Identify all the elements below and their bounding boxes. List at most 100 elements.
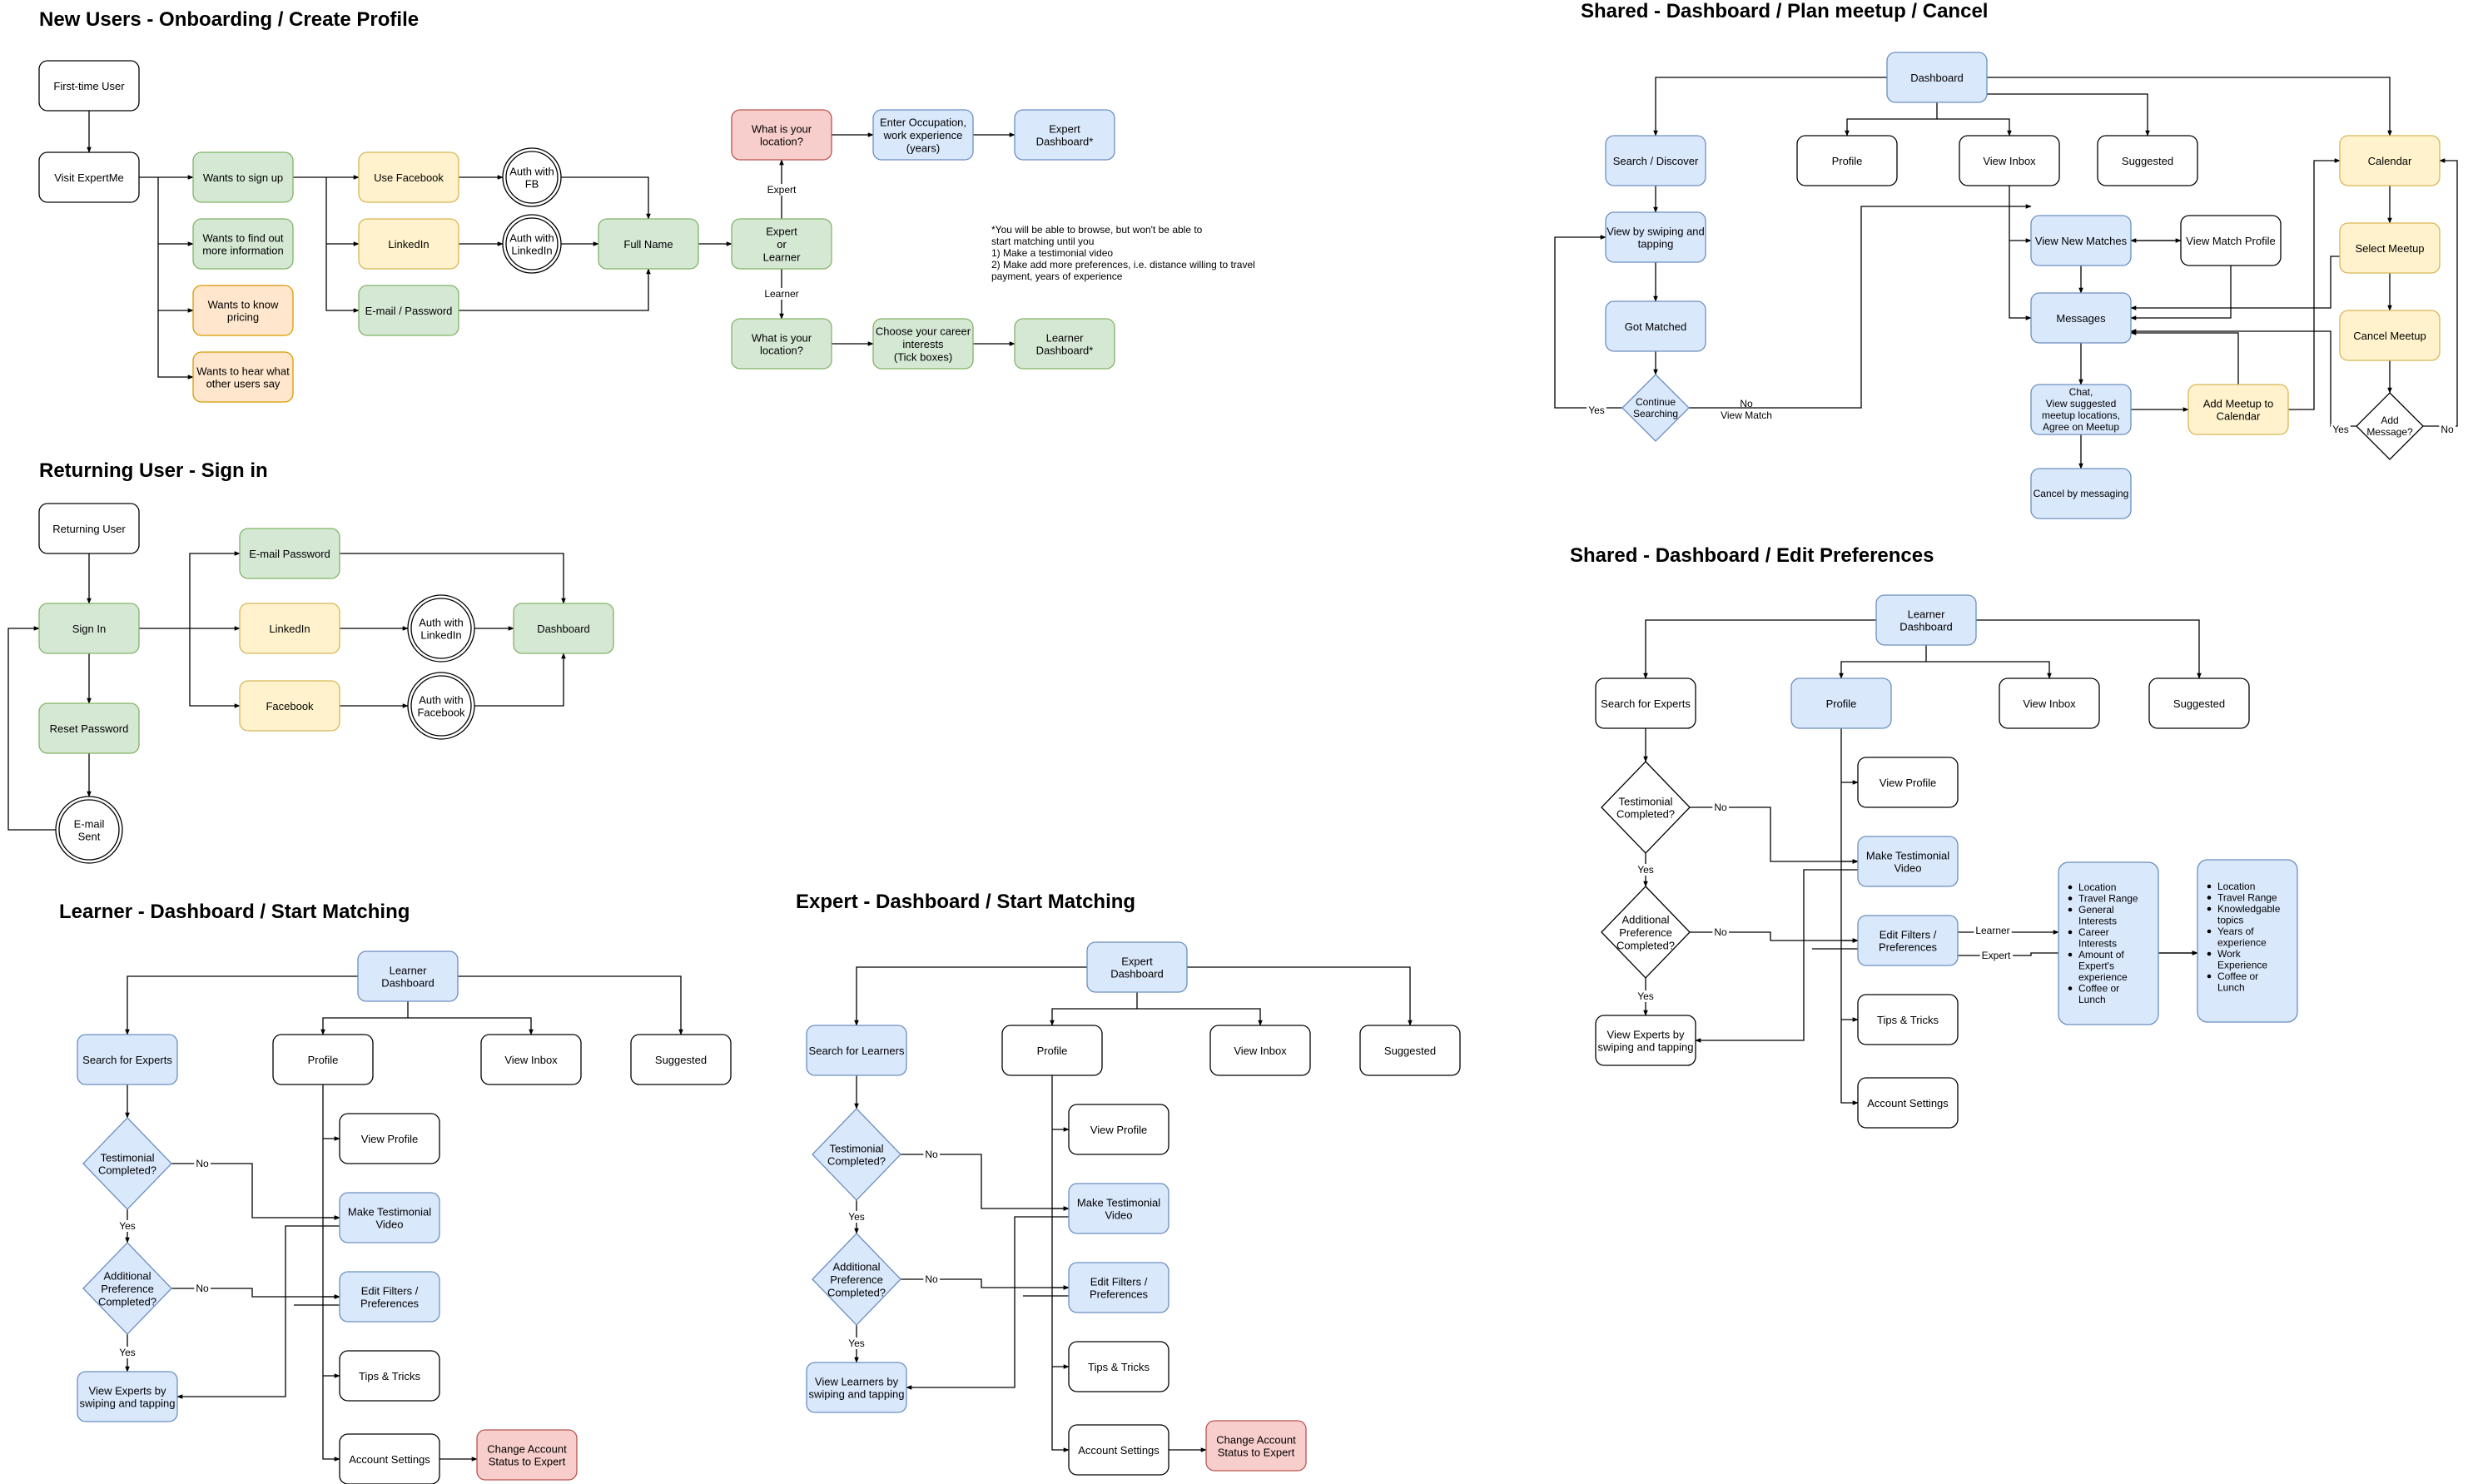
wants-sign-up[interactable]: Wants to sign up [192,151,294,203]
expert-additional-decision-line: Additional [832,1260,880,1273]
calendar[interactable]: Calendar [2339,135,2441,186]
expert-suggested[interactable]: Suggested [1359,1025,1461,1076]
full-name[interactable]: Full Name [598,218,699,270]
prefs-suggested[interactable]: Suggested [2148,677,2250,729]
sign-in[interactable]: Sign In [38,603,140,654]
signin-dashboard[interactable]: Dashboard [513,603,614,654]
expert-profile[interactable]: Profile [1001,1025,1103,1076]
prefs-edit-filters-line: Edit Filters / [1880,928,1937,941]
learner-search[interactable]: Search for Experts [77,1034,178,1085]
visit-expertme[interactable]: Visit ExpertMe [38,151,140,203]
learner-edit-filters[interactable]: Edit Filters /Preferences [339,1271,440,1323]
prefs-search[interactable]: Search for Experts [1595,677,1696,729]
meetup-dashboard[interactable]: Dashboard [1886,52,1988,103]
view-match-profile[interactable]: View Match Profile [2180,215,2282,266]
meetup-suggested-label: Suggested [2122,155,2173,167]
prefs-make-video-line: Video [1894,861,1921,874]
email-password-option[interactable]: E-mail / Password [358,285,459,336]
prefs-view-profile[interactable]: View Profile [1857,757,1959,808]
messages[interactable]: Messages [2030,292,2132,344]
note-line: payment, years of experience [991,270,1123,282]
learner-tips[interactable]: Tips & Tricks [339,1350,440,1402]
cancel-meetup[interactable]: Cancel Meetup [2339,310,2441,361]
pref-learner-label-bg [1974,925,2012,936]
meetup-suggested[interactable]: Suggested [2097,135,2198,186]
occupation[interactable]: Enter Occupation,work experience(years) [872,109,974,161]
expert-search[interactable]: Search for Learners [806,1025,907,1076]
learner-profile[interactable]: Profile [272,1034,374,1085]
learner-view-profile[interactable]: View Profile [339,1113,440,1164]
career-interests-line: interests [902,338,944,350]
meetup-view-inbox[interactable]: View Inbox [1959,135,2060,186]
reset-password[interactable]: Reset Password [38,702,140,754]
first-time-user[interactable]: First-time User [38,60,140,112]
expert-edit-filters[interactable]: Edit Filters /Preferences [1068,1262,1169,1313]
got-matched[interactable]: Got Matched [1605,300,1706,352]
prefs-profile[interactable]: Profile [1790,677,1892,729]
returning-user[interactable]: Returning User [38,503,140,554]
prefs-account-settings[interactable]: Account Settings [1857,1077,1959,1129]
prefs-edit-filters[interactable]: Edit Filters /Preferences [1857,915,1959,966]
select-meetup[interactable]: Select Meetup [2339,222,2441,274]
prefs-view-inbox[interactable]: View Inbox [1999,677,2100,729]
linkedin-option[interactable]: LinkedIn [358,218,459,270]
expert-account-settings[interactable]: Account Settings [1068,1424,1169,1476]
learner-edit-filters-label: Edit Filters /Preferences [360,1284,420,1309]
learner-account-settings[interactable]: Account Settings [339,1433,440,1484]
expert-tips[interactable]: Tips & Tricks [1068,1341,1169,1392]
signin-linkedin[interactable]: LinkedIn [239,603,340,654]
learner-suggested[interactable]: Suggested [630,1034,732,1085]
signin-facebook[interactable]: Facebook [239,680,340,732]
learner-view-inbox[interactable]: View Inbox [480,1034,582,1085]
prefs-tips[interactable]: Tips & Tricks [1857,994,1959,1045]
signin-email-password[interactable]: E-mail Password [239,528,340,579]
pref-item: Work [2217,948,2242,960]
meetup-profile[interactable]: Profile [1796,135,1898,186]
expert-view-profile[interactable]: View Profile [1068,1104,1169,1155]
use-facebook[interactable]: Use Facebook [358,151,459,203]
view-new-matches[interactable]: View New Matches [2030,215,2132,266]
cancel-messaging[interactable]: Cancel by messaging [2030,468,2132,519]
connector [1926,661,2052,679]
search-discover[interactable]: Search / Discover [1605,135,1706,186]
prefs-edit-filters-line: Preferences [1879,941,1938,953]
expert-view-inbox[interactable]: View Inbox [1209,1025,1311,1076]
